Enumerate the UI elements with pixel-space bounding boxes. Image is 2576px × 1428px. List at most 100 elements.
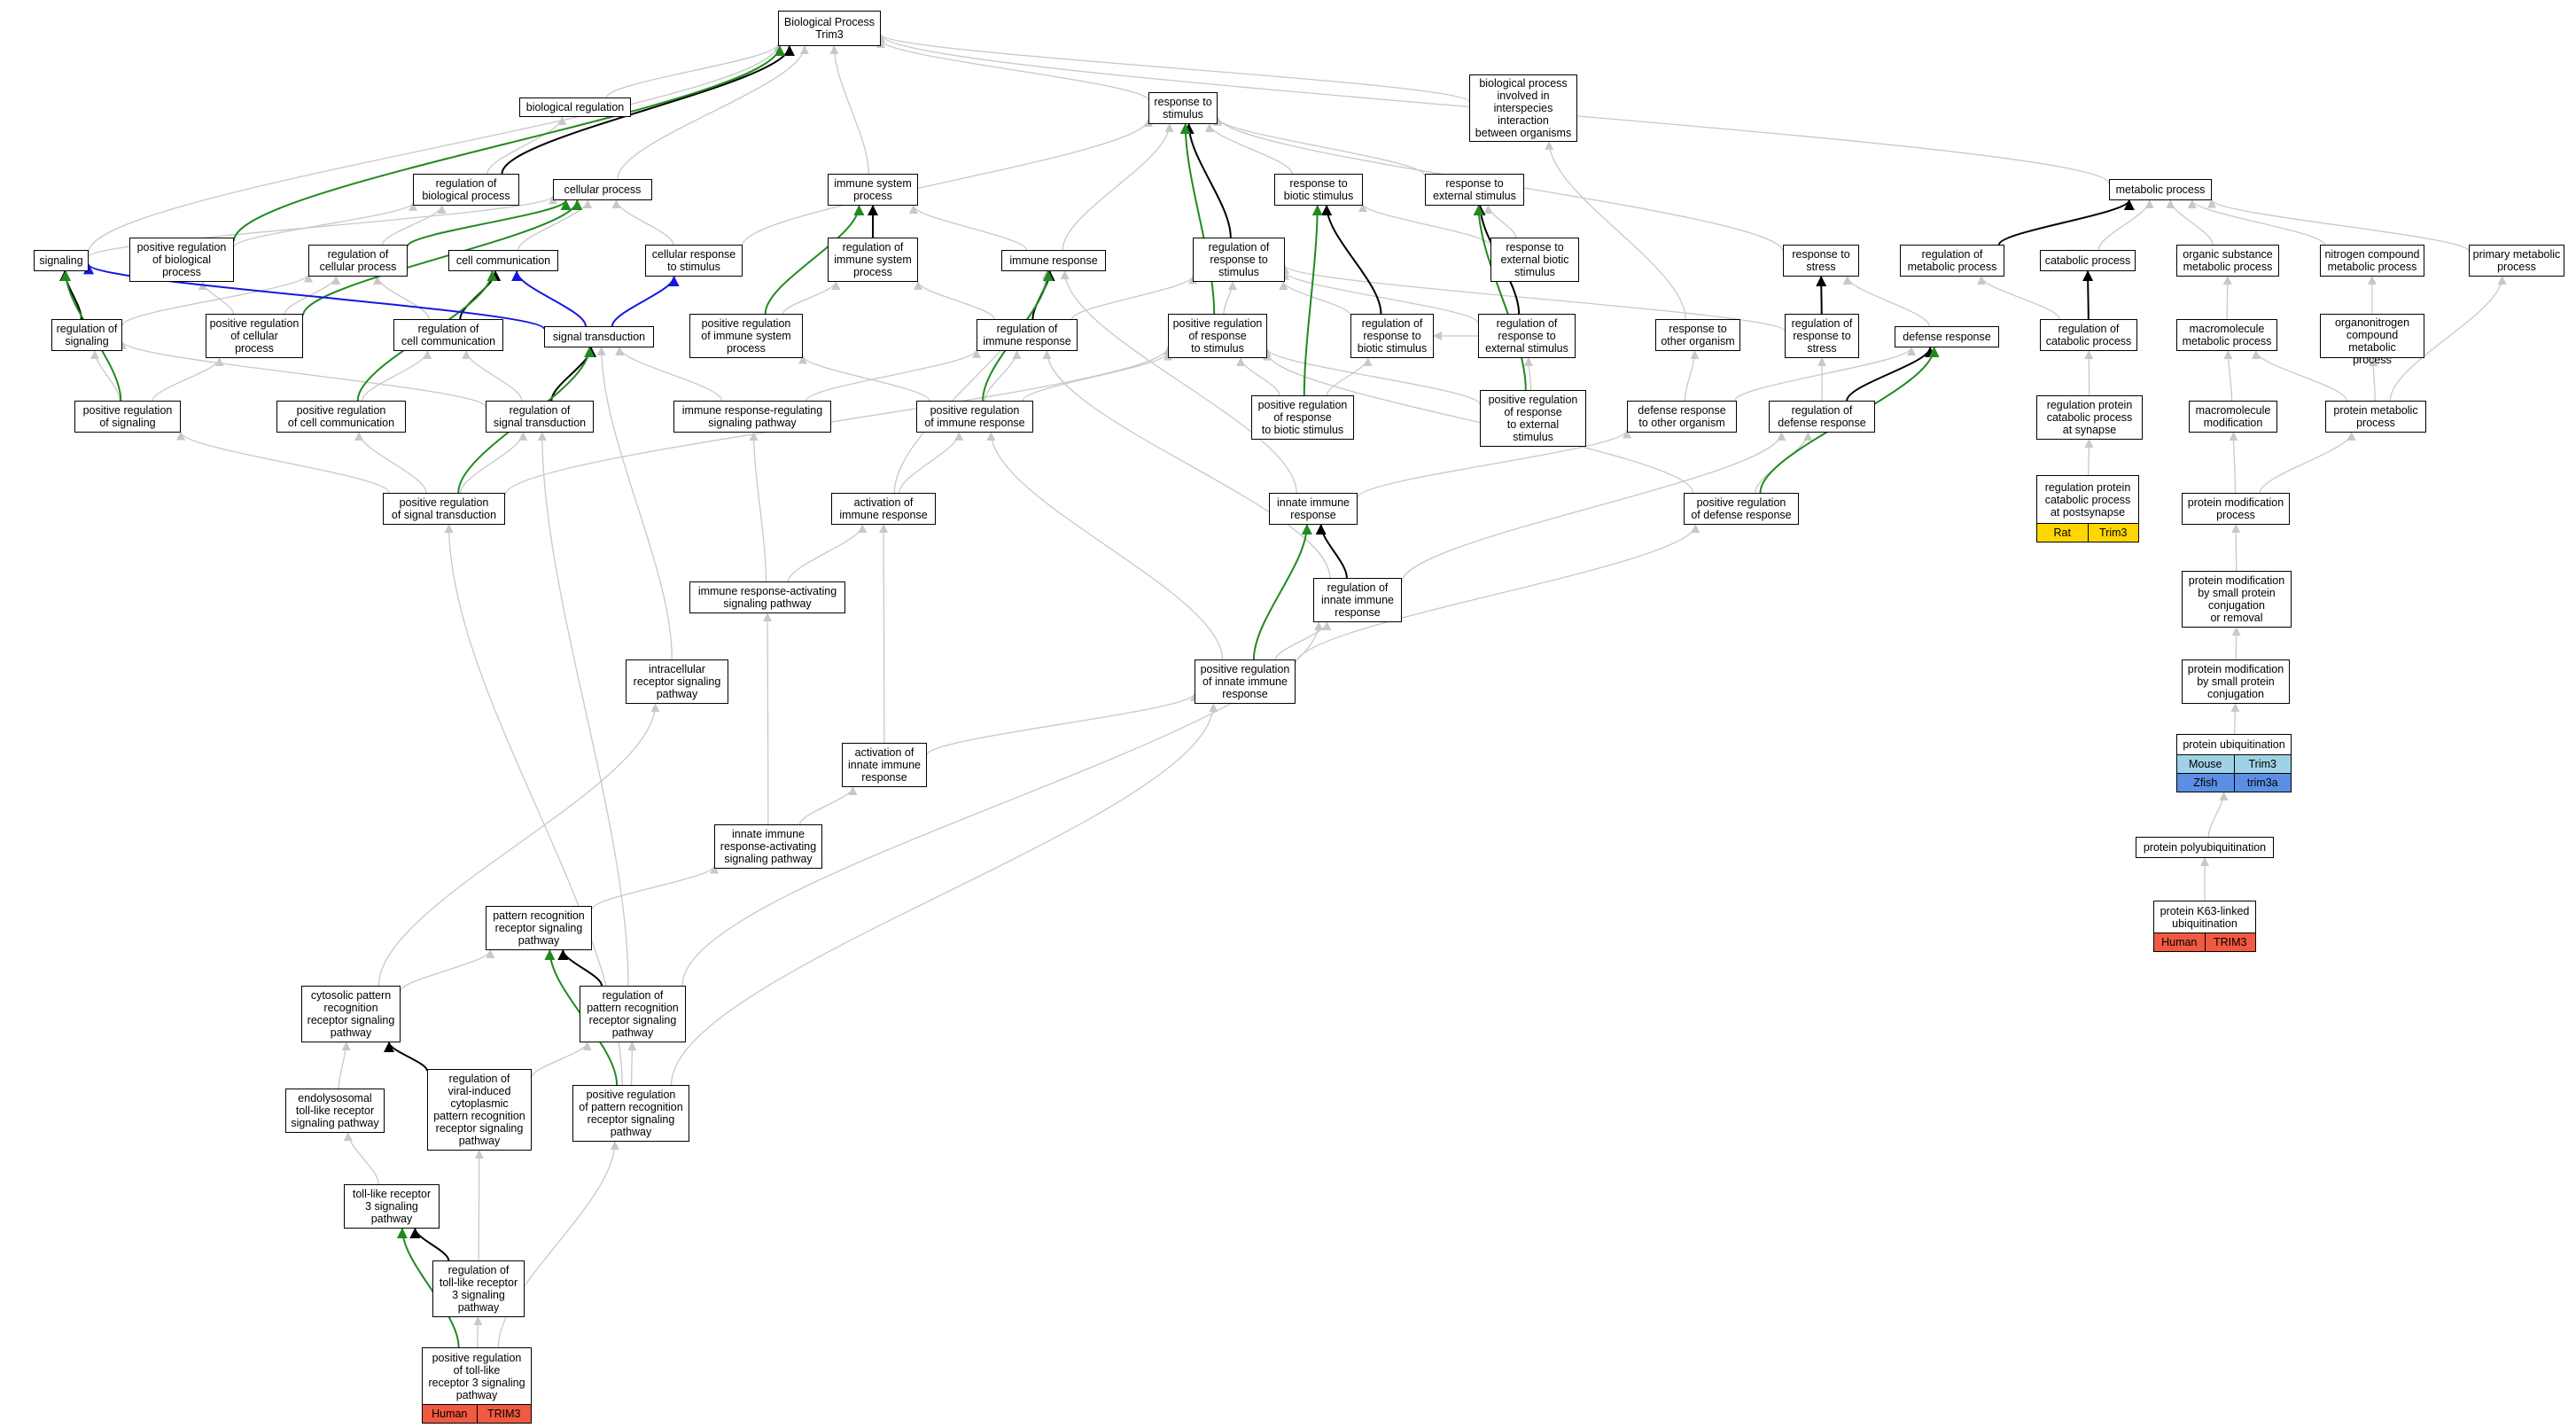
edge-reg-innate-to-reg-immune-resp [1042, 350, 1331, 579]
edge-cellular-to-bp [617, 45, 809, 180]
go-term-reg-prr: regulation of pattern recognition recept… [580, 986, 686, 1042]
edge-reg-sig-trans-to-reg-signaling [118, 340, 486, 408]
gene-tag: Trim3 [2233, 755, 2291, 773]
go-term-label: positive regulation of response to bioti… [1257, 399, 1348, 436]
go-term-label: primary metabolic process [2472, 248, 2561, 273]
edge-act-immune-to-immune-resp [893, 270, 1051, 494]
edge-interspecies-to-bp [876, 33, 1470, 103]
go-term-label: protein metabolic process [2333, 404, 2418, 429]
go-term-label: regulation of immune response [983, 323, 1071, 347]
edge-pos-reg-bp-to-bp [233, 45, 785, 242]
go-term-label: regulation of catabolic process [2045, 323, 2132, 347]
edge-reg-catabolic-to-reg-metabolic [1977, 276, 2060, 320]
go-term-label: response to biotic stimulus [1283, 177, 1354, 202]
edge-cyto-prr-to-intracell-rec [377, 703, 660, 987]
go-term-label: positive regulation of defense response [1691, 496, 1792, 521]
edge-reg-prot-cat-syn-to-reg-prot-cat [2084, 439, 2094, 476]
go-term-reg-resp-stress: regulation of response to stress [1785, 314, 1859, 358]
go-term-cellular: cellular process [553, 179, 652, 200]
go-term-macromol-mod: macromolecule modification [2189, 401, 2277, 433]
go-term-reg-sig-trans: regulation of signal transduction [486, 401, 594, 433]
go-term-label: regulation protein catabolic process at … [2046, 399, 2133, 436]
go-term-label: positive regulation of response to exter… [1488, 394, 1578, 443]
go-term-label: nitrogen compound metabolic process [2324, 248, 2420, 273]
edge-immune-resp-to-immune-sys [908, 205, 1028, 251]
go-term-def-resp-other-org: defense response to other organism [1627, 401, 1737, 433]
edge-organic-sub-to-metabolic [2166, 199, 2214, 246]
edge-cell-resp-stim-to-cellular [611, 199, 674, 246]
go-term-label: response to external biotic stimulus [1500, 241, 1569, 278]
edge-resp-ext-biotic-to-resp-biotic [1358, 203, 1491, 246]
go-term-resp-stress: response to stress [1783, 245, 1859, 277]
edge-pos-reg-tlr3-to-pos-reg-prr [497, 1141, 619, 1348]
go-term-label: regulation of viral-induced cytoplasmic … [433, 1073, 525, 1147]
gene-tag: TRIM3 [476, 1405, 531, 1423]
go-term-label: response to stress [1792, 248, 1850, 273]
edge-pos-reg-innate-to-pos-reg-def [1295, 524, 1700, 665]
edge-signaling-to-cellular [88, 195, 557, 258]
go-term-reg-prot-cat: regulation protein catabolic process at … [2036, 395, 2143, 440]
edge-macromol-met-to-organic-sub [2222, 276, 2232, 320]
go-term-cell-resp-stim: cellular response to stimulus [645, 245, 743, 277]
edge-sig-trans-to-cell-comm [511, 270, 587, 327]
edge-innate-to-def-resp-other-org [1357, 429, 1631, 498]
edge-reg-cell-comm-to-reg-cellular [372, 276, 430, 320]
go-term-pos-reg-resp-biotic: positive regulation of response to bioti… [1251, 395, 1354, 440]
edge-reg-resp-ext-to-reg-resp-stim [1280, 270, 1479, 324]
edge-prot-mod-conj-to-prot-mod [2231, 524, 2241, 572]
edge-pos-reg-immune-resp-to-reg-immune-resp [984, 350, 1022, 402]
go-term-reg-prot-cat-syn: regulation protein catabolic process at … [2036, 475, 2139, 542]
gene-tag: trim3a [2233, 774, 2291, 792]
edge-pos-reg-resp-biotic-to-pos-reg-resp-stim [1236, 357, 1280, 396]
edge-reg-prot-cat-to-reg-catabolic [2084, 350, 2094, 396]
go-term-pos-reg-tlr3: positive regulation of toll-like recepto… [422, 1347, 532, 1424]
edge-innate-act-sig-to-act-innate [798, 786, 858, 825]
edge-pos-reg-resp-ext-to-reg-resp-ext [1523, 357, 1533, 391]
go-term-label: cellular process [564, 183, 642, 196]
edge-def-resp-other-org-to-defense [1734, 347, 1917, 402]
edge-innate-act-sig-to-ir-act-sig [763, 613, 773, 825]
go-term-resp-ext: response to external stimulus [1425, 174, 1524, 206]
go-term-label: regulation of toll-like receptor 3 signa… [439, 1264, 518, 1314]
go-term-macromol-met: macromolecule metabolic process [2176, 319, 2277, 351]
edge-reg-def-resp-to-defense [1846, 347, 1936, 402]
edge-reg-viral-to-reg-prr [531, 1042, 592, 1078]
edge-protein-met-to-primary-met [2389, 276, 2507, 402]
go-term-label: protein modification process [2187, 496, 2284, 521]
go-term-label: pattern recognition receptor signaling p… [493, 909, 585, 947]
go-term-label: regulation of response to stress [1791, 317, 1853, 355]
edge-pos-reg-resp-stim-to-reg-resp-stim [1223, 281, 1237, 315]
edge-reg-viral-to-cyto-prr [384, 1042, 428, 1072]
gene-tag: TRIM3 [2204, 933, 2255, 951]
edge-ir-reg-sig-to-reg-immune-resp [805, 348, 981, 402]
edge-endolyso-to-cyto-prr [338, 1042, 351, 1089]
go-term-label: Biological Process Trim3 [783, 16, 876, 41]
go-term-organonitrogen: organonitrogen compound metabolic proces… [2320, 314, 2424, 366]
go-term-primary-met: primary metabolic process [2469, 245, 2564, 277]
edge-prot-polyubiq-to-prot-ubiq [2207, 792, 2229, 838]
go-term-pos-reg-immune-resp: positive regulation of immune response [916, 401, 1033, 433]
edge-sig-trans-to-signaling [83, 263, 545, 331]
go-term-innate: innate immune response [1269, 493, 1358, 525]
go-term-label: protein ubiquitination [2183, 738, 2285, 751]
go-term-label: macromolecule modification [2195, 404, 2271, 429]
go-term-catabolic: catabolic process [2040, 250, 2136, 271]
edge-pos-reg-sig-trans-to-reg-sig-trans [460, 432, 528, 494]
edge-pos-reg-tlr3-to-tlr3 [396, 1228, 460, 1348]
edge-reg-catabolic-to-catabolic [2082, 270, 2094, 320]
go-term-reg-cell-comm: regulation of cell communication [393, 319, 503, 351]
go-term-label: signal transduction [552, 331, 646, 343]
go-term-pos-reg-cellular: positive regulation of cellular process [206, 314, 303, 358]
go-term-reg-immune-sys: regulation of immune system process [828, 238, 918, 282]
go-term-label: organonitrogen compound metabolic proces… [2334, 316, 2410, 366]
edge-pos-reg-signaling-to-pos-reg-cellular [152, 357, 224, 402]
go-term-label: biological process involved in interspec… [1475, 77, 1572, 139]
edge-reg-prr-to-prr-sig [557, 949, 603, 987]
edge-pos-reg-resp-biotic-to-reg-resp-biotic [1326, 357, 1373, 396]
go-term-label: regulation of cell communication [401, 323, 496, 347]
go-term-label: response to other organism [1661, 323, 1735, 347]
